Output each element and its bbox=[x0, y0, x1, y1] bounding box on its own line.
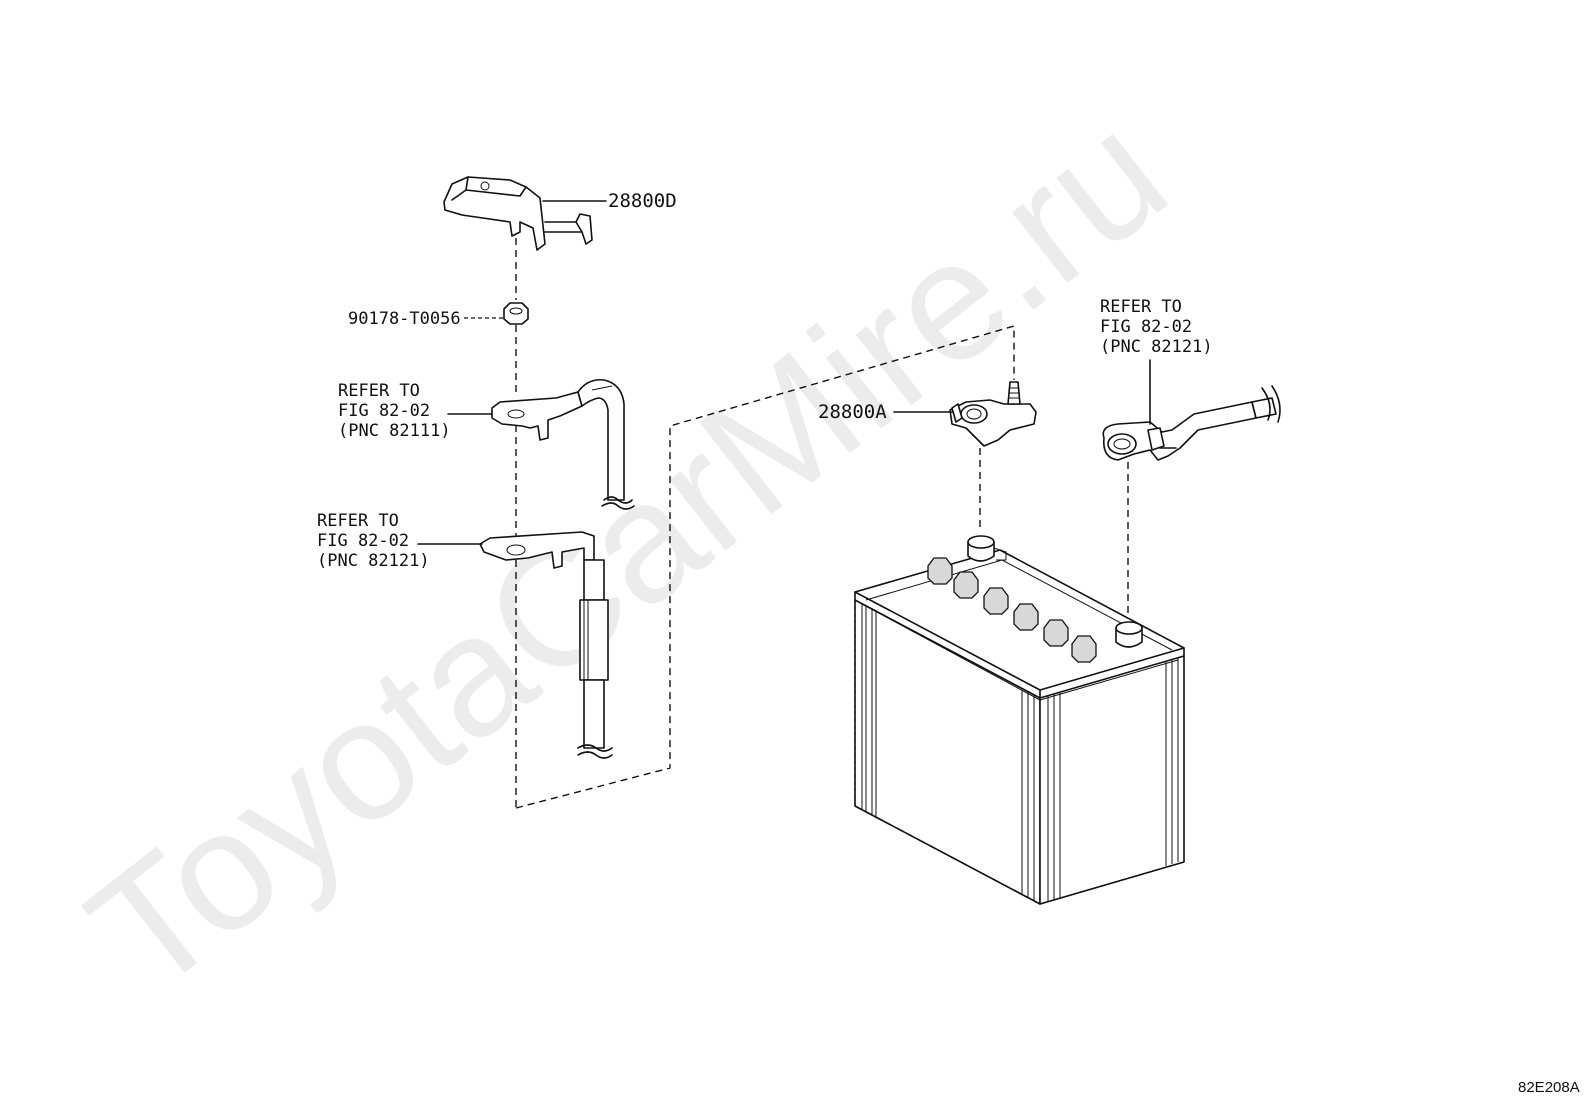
terminal-28800a[interactable] bbox=[949, 381, 1037, 447]
label-28800d[interactable]: 28800D bbox=[608, 190, 677, 212]
svg-text:FIG 82-02: FIG 82-02 bbox=[338, 401, 430, 421]
nut-90178[interactable] bbox=[503, 302, 529, 325]
cable-bracket-82121-left[interactable] bbox=[479, 531, 613, 759]
svg-text:FIG 82-02: FIG 82-02 bbox=[317, 531, 409, 551]
svg-text:(PNC 82111): (PNC 82111) bbox=[338, 421, 451, 441]
svg-text:(PNC 82121): (PNC 82121) bbox=[317, 551, 430, 571]
terminal-cover-28800d[interactable] bbox=[443, 176, 593, 251]
ref-82121-right[interactable]: REFER TO FIG 82-02 (PNC 82121) bbox=[1100, 297, 1213, 357]
battery-post-right[interactable] bbox=[1115, 621, 1143, 648]
figure-code: 82E208A bbox=[1518, 1079, 1580, 1096]
svg-text:REFER TO: REFER TO bbox=[1100, 297, 1182, 317]
label-90178[interactable]: 90178-T0056 bbox=[348, 309, 461, 329]
cable-terminal-82121-right[interactable] bbox=[1102, 385, 1281, 461]
ref-82121-left[interactable]: REFER TO FIG 82-02 (PNC 82121) bbox=[317, 511, 430, 571]
ref-82111[interactable]: REFER TO FIG 82-02 (PNC 82111) bbox=[338, 381, 451, 441]
svg-text:REFER TO: REFER TO bbox=[338, 381, 420, 401]
cable-bracket-82111[interactable] bbox=[491, 378, 635, 510]
assembly-frame bbox=[515, 325, 1015, 809]
svg-text:FIG 82-02: FIG 82-02 bbox=[1100, 317, 1192, 337]
label-28800a[interactable]: 28800A bbox=[818, 401, 887, 423]
vent-caps bbox=[927, 557, 1097, 663]
svg-text:REFER TO: REFER TO bbox=[317, 511, 399, 531]
svg-text:(PNC 82121): (PNC 82121) bbox=[1100, 337, 1213, 357]
battery[interactable] bbox=[854, 535, 1185, 905]
battery-post-left[interactable] bbox=[967, 535, 1007, 562]
